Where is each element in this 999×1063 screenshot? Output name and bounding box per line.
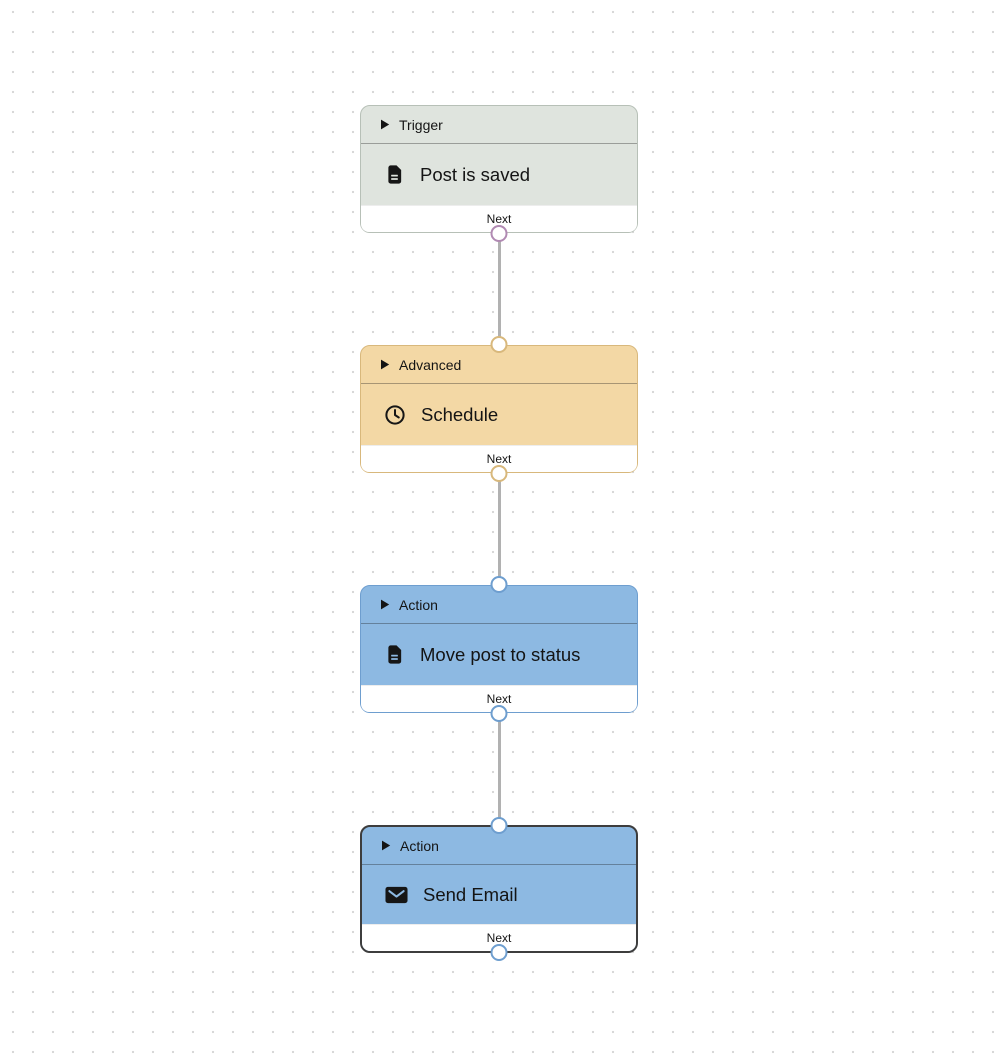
output-port[interactable] [490, 944, 508, 961]
node-header[interactable]: Action [361, 586, 637, 624]
node-body[interactable]: Move post to status [361, 624, 637, 685]
input-port[interactable] [490, 336, 508, 353]
email-icon [385, 886, 408, 904]
expand-triangle-icon[interactable] [381, 840, 391, 851]
output-port[interactable] [490, 225, 508, 242]
node-action-send-email[interactable]: Action Send Email Next [360, 817, 638, 961]
clock-icon [384, 404, 406, 426]
node-header[interactable]: Action [362, 827, 636, 865]
next-label: Next [486, 452, 512, 466]
expand-triangle-icon[interactable] [380, 119, 390, 130]
input-port[interactable] [490, 576, 508, 593]
node-body[interactable]: Send Email [362, 865, 636, 924]
document-icon [384, 644, 405, 665]
node-title: Schedule [421, 403, 499, 425]
node-body[interactable]: Post is saved [361, 144, 637, 205]
expand-triangle-icon[interactable] [380, 359, 390, 370]
edge-move-post-to-send-email[interactable] [497, 713, 501, 825]
node-title: Post is saved [420, 163, 531, 185]
output-port[interactable] [490, 465, 508, 482]
document-icon [384, 164, 405, 185]
node-category-label: Trigger [399, 116, 443, 133]
next-label: Next [486, 692, 512, 706]
node-trigger-post-is-saved[interactable]: Trigger Post is saved Next [360, 105, 638, 242]
node-header[interactable]: Advanced [361, 346, 637, 384]
node-header[interactable]: Trigger [361, 106, 637, 144]
input-port[interactable] [490, 817, 508, 834]
node-action-move-post-to-status[interactable]: Action Move post to status Next [360, 576, 638, 722]
edge-trigger-to-schedule[interactable] [497, 233, 501, 345]
next-label: Next [486, 212, 512, 226]
node-footer-next: Next [361, 685, 637, 712]
next-label: Next [486, 931, 512, 945]
node-body[interactable]: Schedule [361, 384, 637, 445]
node-category-label: Advanced [399, 356, 462, 373]
node-title: Move post to status [420, 643, 581, 665]
node-title: Send Email [423, 883, 518, 905]
node-category-label: Action [399, 596, 438, 613]
edge-schedule-to-move-post[interactable] [497, 473, 501, 585]
node-category-label: Action [400, 837, 439, 854]
node-advanced-schedule[interactable]: Advanced Schedule Next [360, 336, 638, 482]
output-port[interactable] [490, 705, 508, 722]
expand-triangle-icon[interactable] [380, 599, 390, 610]
